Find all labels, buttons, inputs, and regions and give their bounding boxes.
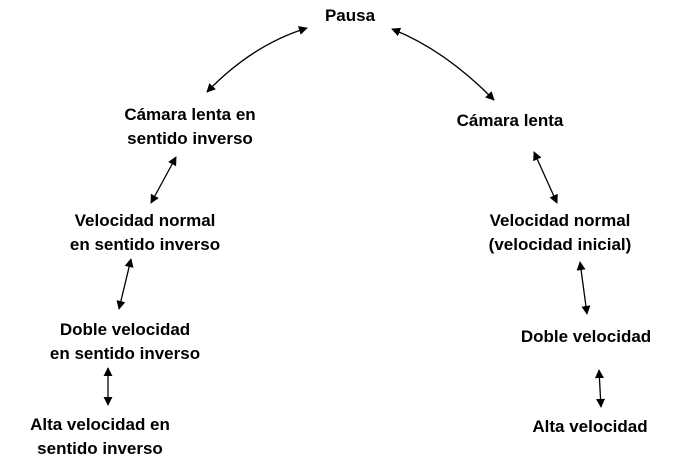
node-double-reverse-line-2: en sentido inverso: [49, 344, 201, 363]
node-double: Doble velocidad: [496, 325, 676, 349]
arrow-slow-reverse-normal-reverse: [150, 156, 177, 204]
node-normal-line-1: Velocidad normal: [489, 211, 631, 230]
node-slow-reverse-line-1: Cámara lenta en: [124, 105, 256, 124]
arrow-normal-reverse-double-reverse: [116, 258, 134, 310]
node-slow: Cámara lenta: [420, 109, 600, 133]
node-high-reverse-line-1: Alta velocidad en: [30, 415, 170, 434]
node-normal: Velocidad normal (velocidad inicial): [455, 209, 665, 257]
arrow-pause-slow: [391, 27, 495, 101]
node-high-reverse: Alta velocidad en sentido inverso: [0, 413, 200, 461]
node-double-reverse: Doble velocidad en sentido inverso: [20, 318, 230, 366]
node-high: Alta velocidad: [510, 415, 670, 439]
node-pause-line-1: Pausa: [324, 6, 376, 25]
node-double-reverse-line-1: Doble velocidad: [59, 320, 191, 339]
node-slow-reverse-line-2: sentido inverso: [127, 129, 253, 148]
node-normal-line-2: (velocidad inicial): [488, 235, 632, 254]
node-pause: Pausa: [295, 4, 405, 28]
node-double-line-1: Doble velocidad: [520, 327, 652, 346]
node-high-reverse-line-2: sentido inverso: [37, 439, 163, 458]
node-normal-reverse: Velocidad normal en sentido inverso: [40, 209, 250, 257]
node-slow-reverse: Cámara lenta en sentido inverso: [100, 103, 280, 151]
arrow-normal-double: [576, 261, 591, 315]
arrow-pause-slow-reverse: [206, 26, 308, 93]
node-normal-reverse-line-2: en sentido inverso: [69, 235, 221, 254]
arrow-double-high: [594, 369, 606, 408]
arrow-slow-normal: [533, 151, 558, 204]
node-slow-line-1: Cámara lenta: [456, 111, 564, 130]
node-normal-reverse-line-1: Velocidad normal: [74, 211, 216, 230]
node-high-line-1: Alta velocidad: [532, 417, 648, 436]
